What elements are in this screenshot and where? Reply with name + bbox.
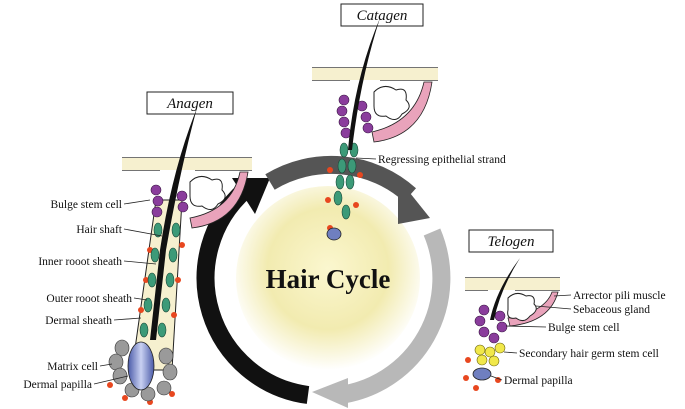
anagen-sebaceous-gland: [189, 176, 226, 210]
telogen-secondary-germ: [474, 342, 506, 367]
cycle-circle: Hair Cycle: [196, 155, 451, 408]
anagen-follicle: Anagen: [23, 91, 252, 405]
catagen-dermal-sheath: [325, 167, 363, 231]
telogen-dermal-papilla: [472, 367, 492, 381]
cycle-arrow-light: [338, 228, 451, 404]
catagen-dermal-papilla: [326, 227, 342, 241]
anagen-label-papilla: Dermal papilla: [23, 379, 92, 391]
anagen-arrector-muscle: [189, 171, 249, 229]
catagen-epidermis: [312, 68, 438, 80]
telogen-sebaceous-gland: [507, 292, 537, 322]
telogen-label-bulge: Bulge stem cell: [548, 322, 620, 334]
anagen-epidermis: [122, 158, 252, 170]
catagen-label-strand: Regressing epithelial strand: [378, 154, 506, 166]
anagen-matrix-cells: [108, 339, 178, 402]
telogen-follicle: Telogen Arrector pili muscle Sebaceous g…: [463, 229, 666, 391]
telogen-title-box: [468, 229, 554, 253]
anagen-label-bulge: Bulge stem cell: [50, 199, 122, 211]
anagen-label-dermal-sheath: Dermal sheath: [45, 315, 112, 327]
cycle-glow: [236, 186, 420, 370]
anagen-label-inner-sheath: Inner rooot sheath: [38, 256, 122, 268]
catagen-epithelial-strand: [333, 142, 359, 220]
catagen-sebaceous-gland: [373, 86, 410, 120]
telogen-label-papilla: Dermal papilla: [504, 375, 573, 387]
telogen-hair-shaft: [490, 258, 520, 320]
cycle-arrow-dark: [196, 183, 310, 404]
telogen-label-arrector: Arrector pili muscle: [573, 290, 666, 302]
catagen-follicle: Catagen Regressing epithelial strand: [312, 3, 506, 241]
catagen-arrector-muscle: [371, 81, 433, 143]
anagen-outer-root-sheath: [139, 222, 181, 338]
catagen-bulge-stem-cells: [336, 94, 374, 139]
telogen-bulge-stem-cells: [474, 304, 508, 344]
catagen-title-box: [340, 3, 424, 27]
cycle-arrowhead-light: [312, 378, 348, 408]
anagen-label-hair-shaft: Hair shaft: [76, 224, 122, 236]
anagen-bulge-stem-cells: [150, 184, 189, 218]
telogen-label-germ: Secondary hair germ stem cell: [519, 348, 659, 360]
anagen-title-box: [146, 91, 234, 115]
telogen-title: Telogen: [488, 234, 535, 250]
telogen-label-sebaceous: Sebaceous gland: [573, 304, 650, 316]
anagen-label-matrix: Matrix cell: [47, 361, 98, 373]
catagen-hair-shaft: [348, 18, 380, 150]
anagen-hair-shaft: [150, 108, 197, 340]
catagen-title: Catagen: [357, 8, 408, 24]
cycle-title: Hair Cycle: [266, 264, 391, 294]
telogen-dermal-sheath: [463, 357, 501, 391]
anagen-label-outer-sheath: Outer rooot sheath: [46, 293, 132, 305]
telogen-epidermis: [465, 278, 560, 290]
cycle-arrowhead-mid: [398, 178, 430, 224]
anagen-title: Anagen: [166, 96, 213, 112]
anagen-dermal-papilla: [127, 341, 155, 391]
